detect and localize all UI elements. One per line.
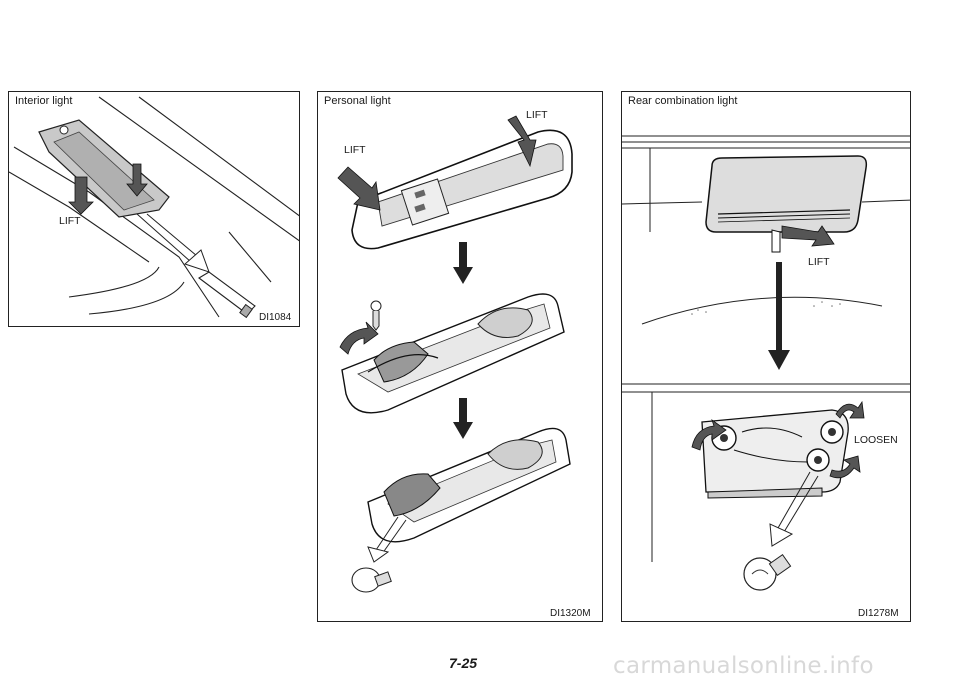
bulb-pull-arrow-icon: [769, 471, 819, 547]
bulb-pointer-arrow-icon: [136, 213, 210, 273]
rear-combination-light-illustration: [622, 135, 910, 591]
personal-lamp-housing-shape: [351, 129, 573, 250]
interior-light-illustration: [9, 96, 299, 319]
rear-combination-light-title: Rear combination light: [628, 95, 741, 107]
lift-arrow-left-icon: [337, 166, 381, 211]
rear-combination-light-panel: Rear combination light: [621, 91, 911, 622]
interior-light-panel: Interior light: [8, 91, 300, 327]
page-number: 7-25: [449, 655, 478, 671]
interior-light-title: Interior light: [15, 95, 76, 107]
lift-arrow-right-icon: [507, 115, 537, 168]
bulb-socket-assembly-shape: [701, 409, 849, 499]
personal-figure-code: DI1320M: [550, 608, 591, 619]
rear-figure-code: DI1278M: [858, 608, 899, 619]
rear-lift-label: LIFT: [808, 256, 830, 268]
lamp-base-open-shape: [341, 293, 565, 414]
step-arrow-down-icon: [768, 262, 790, 370]
loosen-label: LOOSEN: [854, 434, 898, 446]
wedge-bulb-icon: [351, 567, 392, 593]
lift-arrow-icon: [68, 176, 94, 215]
personal-lift-left-label: LIFT: [344, 144, 366, 156]
step-arrow-down-1-icon: [453, 242, 473, 284]
loosen-arrow-top-icon: [835, 400, 865, 419]
interior-lift-label: LIFT: [59, 215, 81, 227]
round-bulb-icon: [743, 553, 792, 591]
screw-icon: [370, 300, 382, 331]
loosen-arrow-left-icon: [691, 418, 727, 451]
rotate-arrow-icon: [339, 321, 379, 355]
interior-figure-code: DI1084: [259, 312, 292, 323]
rear-lift-arrow-icon: [771, 225, 835, 253]
personal-lift-right-label: LIFT: [526, 109, 548, 121]
festoon-bulb-icon: [198, 271, 256, 319]
step-arrow-down-2-icon: [453, 398, 473, 439]
loosen-arrow-bottom-icon: [829, 455, 861, 479]
bulb-pull-arrow-icon: [367, 516, 407, 563]
lamp-base-bulb-shape: [367, 427, 571, 543]
personal-light-illustration: [337, 115, 573, 593]
watermark: carmanualsonline.info: [613, 653, 874, 679]
down-arrow-icon: [126, 163, 148, 197]
personal-light-title: Personal light: [324, 95, 394, 107]
personal-light-panel: Personal light: [317, 91, 603, 622]
rear-lamp-lens-shape: [705, 155, 868, 233]
